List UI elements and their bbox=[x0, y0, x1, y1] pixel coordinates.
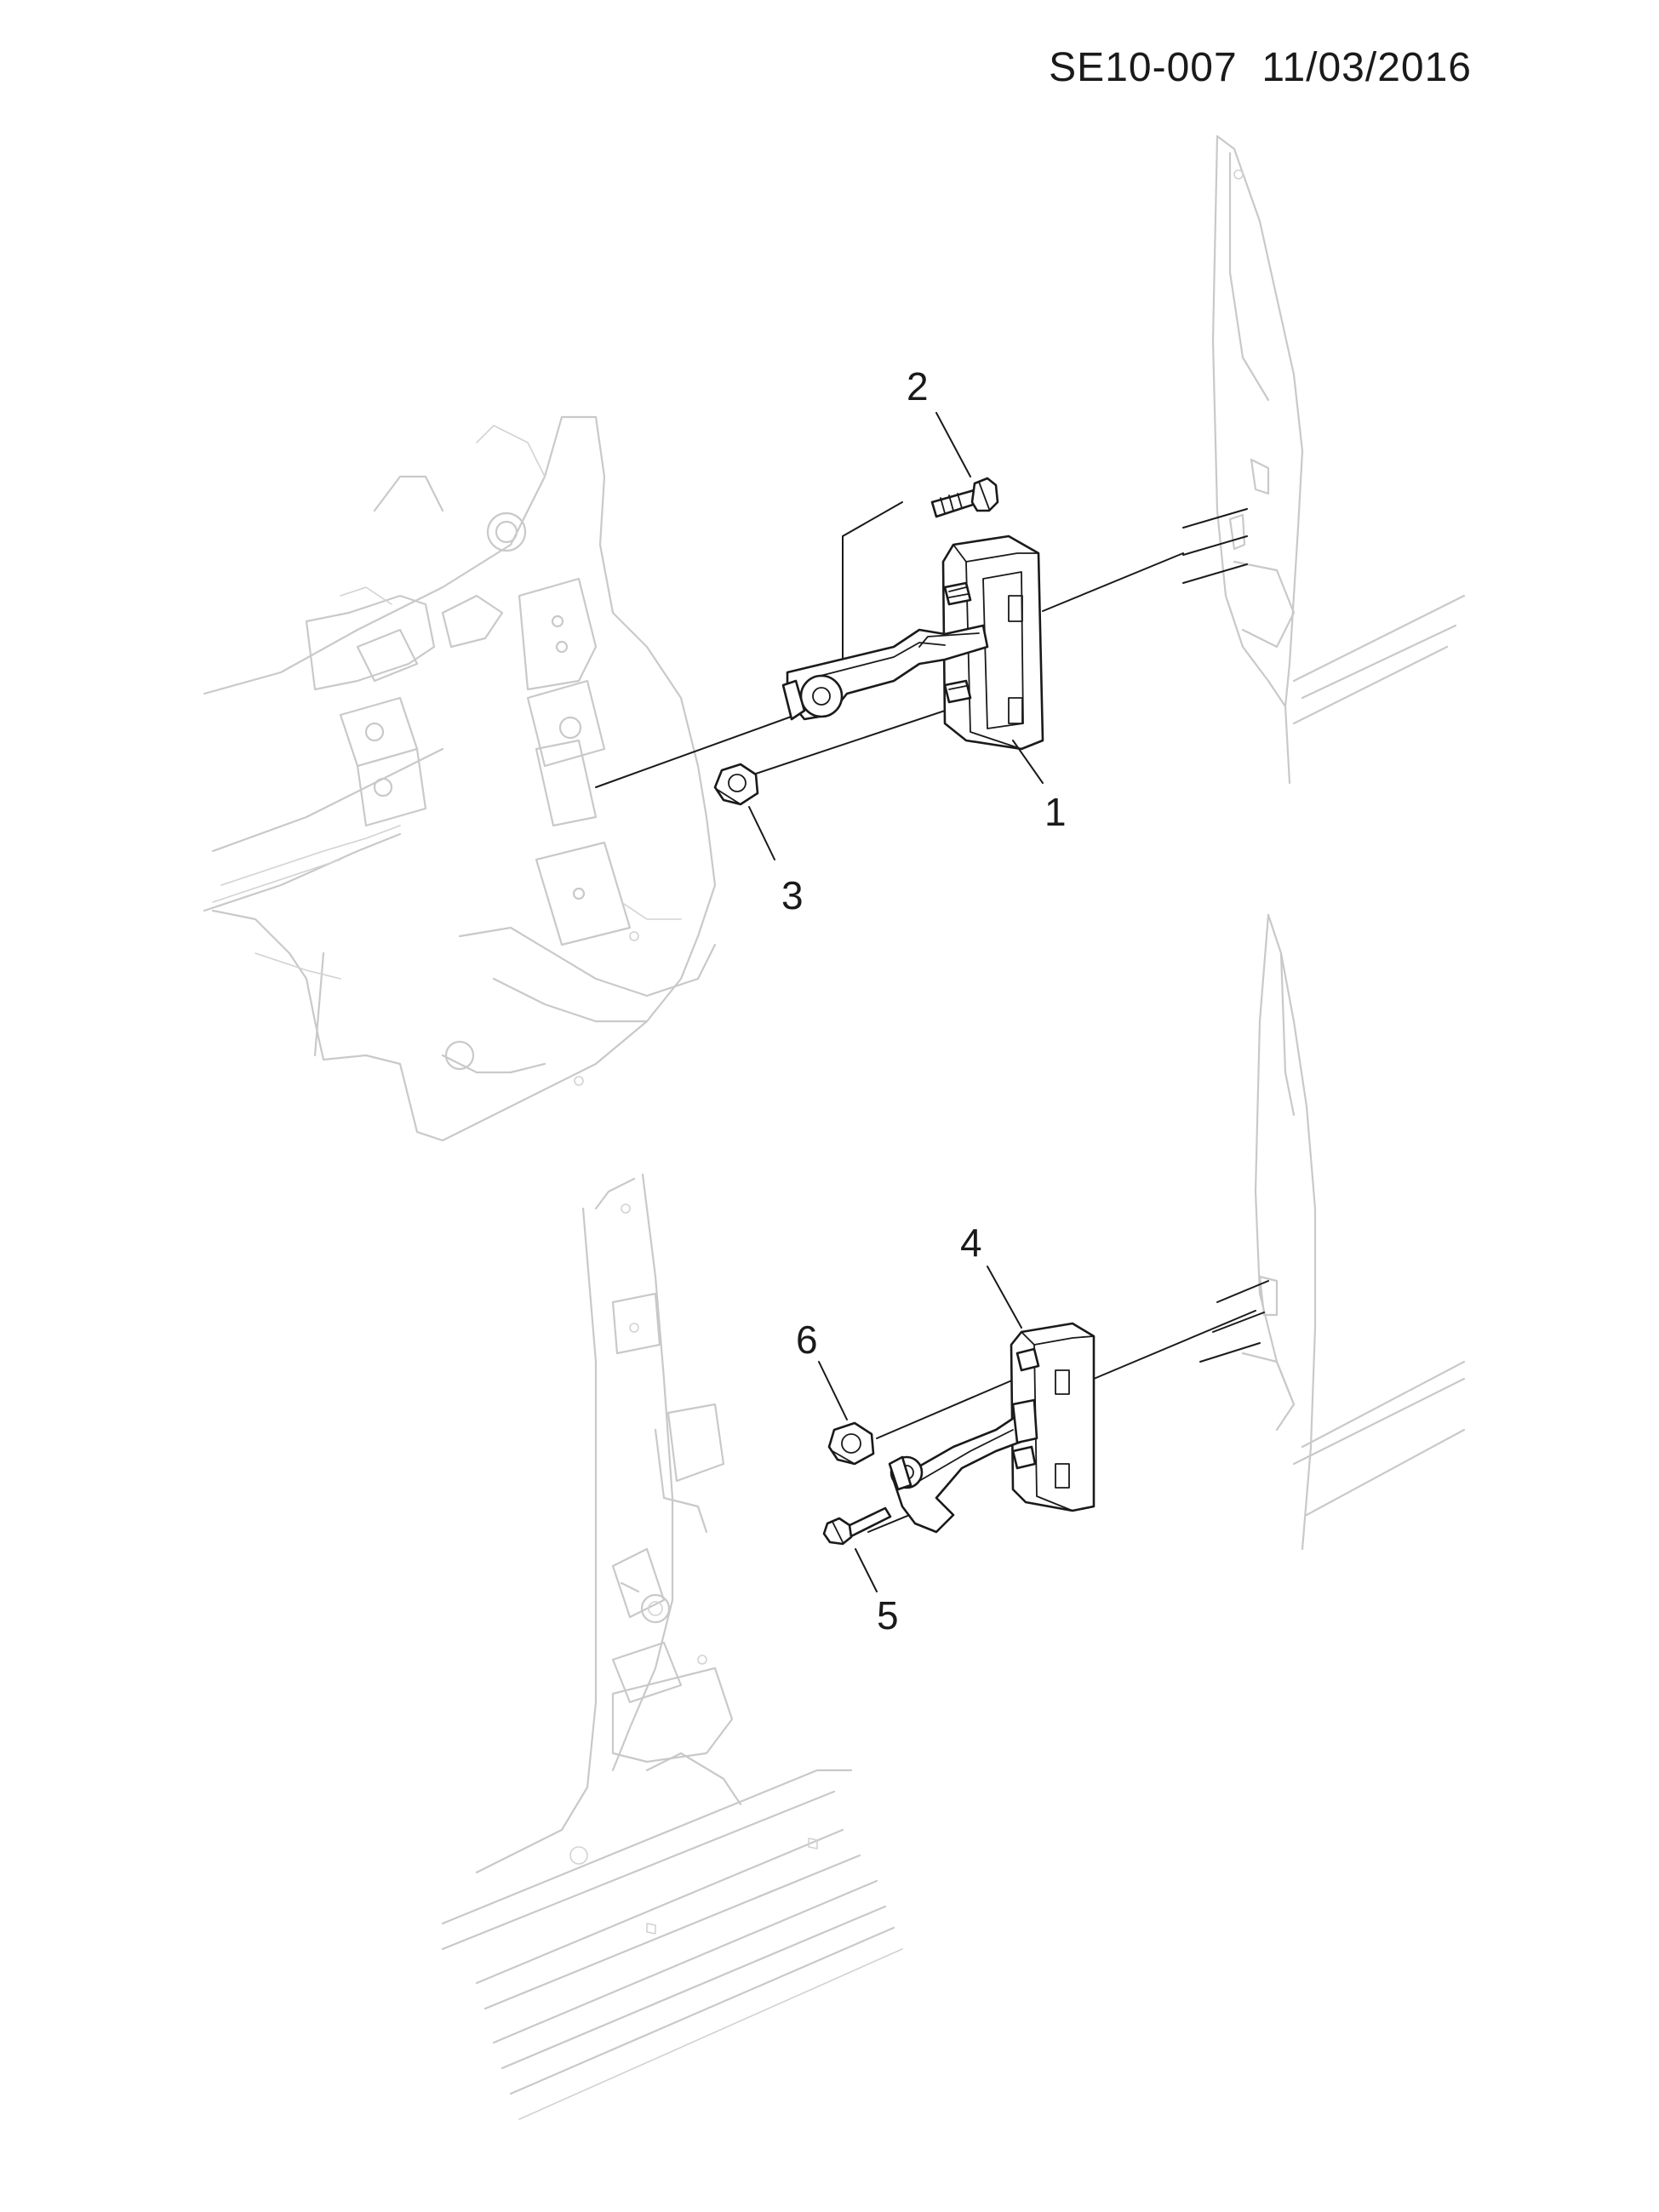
center-body-pillar-ghost bbox=[441, 1173, 903, 2120]
upper-bolt bbox=[930, 477, 999, 518]
callout-4: 4 bbox=[960, 1220, 982, 1265]
front-door-check-link bbox=[781, 534, 1044, 751]
document-code-and-date: SE10-007 11/03/2016 bbox=[1049, 45, 1472, 90]
rear-door-check-link bbox=[888, 1322, 1096, 1534]
callout-2: 2 bbox=[907, 364, 929, 409]
rear-door-edge-ghost bbox=[1241, 913, 1466, 1551]
front-body-pillar-ghost bbox=[203, 415, 717, 1142]
lower-callout-leaders bbox=[818, 1266, 1022, 1592]
lower-bolt bbox=[822, 1506, 892, 1546]
callout-5: 5 bbox=[877, 1593, 899, 1638]
upper-callout-leaders bbox=[748, 412, 1044, 860]
upper-nut bbox=[713, 763, 759, 806]
callout-1: 1 bbox=[1044, 790, 1067, 834]
lower-mounting-leader-lines bbox=[867, 1280, 1269, 1533]
front-door-edge-ghost bbox=[1211, 134, 1466, 785]
callout-6: 6 bbox=[796, 1317, 818, 1362]
callout-labels: 1 2 3 4 5 6 bbox=[781, 364, 1067, 1638]
lower-nut bbox=[827, 1421, 875, 1466]
callout-3: 3 bbox=[781, 873, 804, 917]
